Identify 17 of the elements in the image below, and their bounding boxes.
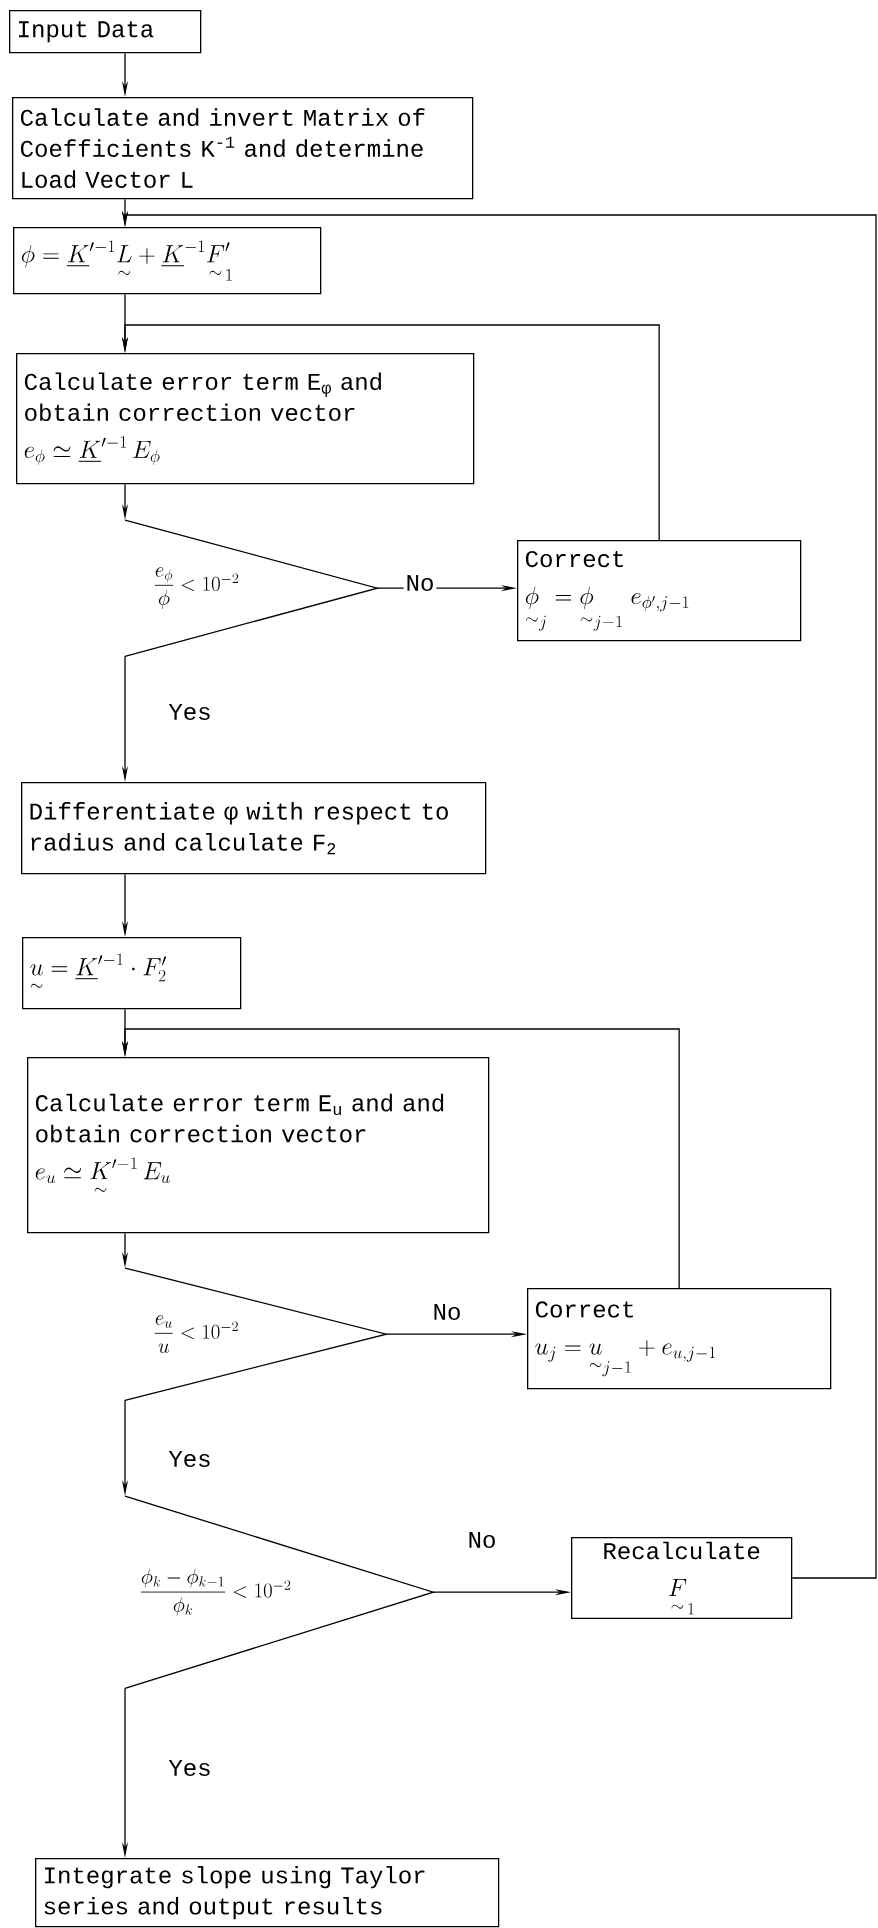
process-box: Differentiate φ with respect to radius and calculate F$_{2}$	[21, 782, 487, 875]
edge-label: No	[403, 573, 437, 594]
edge-label: Yes	[166, 702, 214, 723]
process-box: Calculate and invert Matrix of Coefficients K$^{-1}$ and determine Load Vector L	[12, 97, 474, 200]
edge-label: Yes	[166, 1758, 214, 1779]
process-box: $\underset{\sim}{u} = \underline{K}'^{-1}\cdot F'_{2}$	[22, 937, 242, 1010]
process-box: Calculate error term E$_{φ}$ and obtain correction vector $e_{\phi} \simeq \underline{K}'^{-1}\, E_{\phi}$	[16, 353, 475, 485]
process-box: Calculate error term E$_{u}$ and and obtain correction vector $e_{u} \simeq \underset{\sim}{K}'^{-1}\, E_{u}$	[27, 1057, 490, 1234]
process-box: Integrate slope using Taylor series and output results	[35, 1858, 500, 1928]
process-box: Correct $\underset{\sim}{\phi}_{j} = \underset{\sim}{\phi}_{j-1}\; e_{\phi',j-1}$	[517, 540, 802, 642]
edge-label: No	[430, 1302, 464, 1323]
process-box: Recalculate $\underset{\sim}{F}_{1}$	[571, 1537, 793, 1619]
process-box: Input Data	[9, 10, 202, 54]
process-box: $\phi = \underline{K}'^{-1}\underset{\sim}{L} + \underline{K}^{-1}\underset{\sim}{F}'_{1}$	[13, 227, 322, 295]
edge-label: Yes	[166, 1449, 214, 1470]
process-box: Correct $u_{j} = \underset{\sim}{u}_{j-1} + e_{u,j-1}$	[527, 1288, 832, 1390]
edge-label: No	[465, 1530, 499, 1551]
